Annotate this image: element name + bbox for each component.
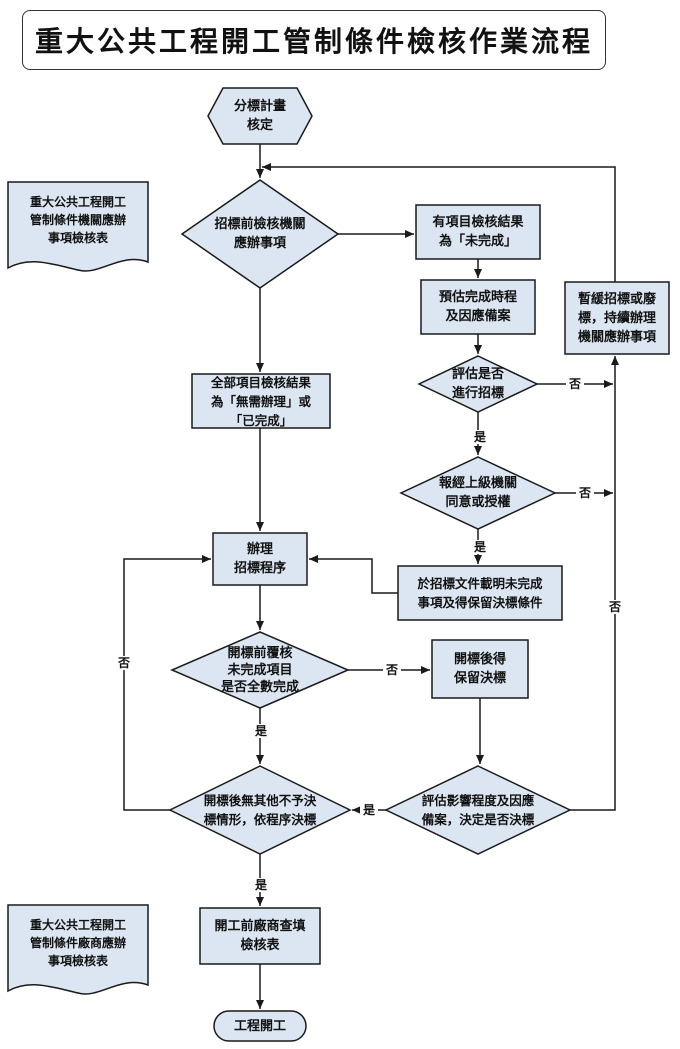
precheck-diamond (170, 631, 350, 709)
start-hexagon (207, 87, 313, 145)
check-agency-diamond (180, 179, 340, 289)
edge-label-yes: 是 (252, 878, 270, 892)
edge-label-no: 否 (115, 656, 133, 670)
note-docs-box (397, 565, 563, 621)
vendor-checklist-document (7, 904, 149, 995)
edge-label-no: 否 (566, 377, 584, 391)
all-done-box (191, 373, 331, 429)
diagram-title: 重大公共工程開工管制條件檢核作業流程 (22, 10, 606, 70)
incomplete-box (415, 204, 541, 260)
end-terminator (213, 1010, 307, 1042)
edge-label-no: 否 (576, 486, 594, 500)
award-diamond (168, 765, 352, 855)
estimate-box (420, 279, 536, 335)
agency-checklist-document (7, 181, 149, 272)
edge-label-no: 否 (383, 663, 401, 677)
suspend-box (564, 281, 670, 355)
edge-label-yes: 是 (471, 540, 489, 554)
edge-label-yes: 是 (360, 803, 378, 817)
reserve-box (431, 639, 529, 699)
edge-label-no: 否 (606, 600, 624, 614)
edge-label-yes: 是 (252, 724, 270, 738)
approval-diamond (399, 456, 557, 530)
vendor-check-box (199, 907, 321, 965)
impact-diamond (384, 765, 572, 855)
procure-box (212, 532, 308, 586)
edge-label-yes: 是 (471, 430, 489, 444)
eval-tender-diamond (417, 355, 539, 413)
